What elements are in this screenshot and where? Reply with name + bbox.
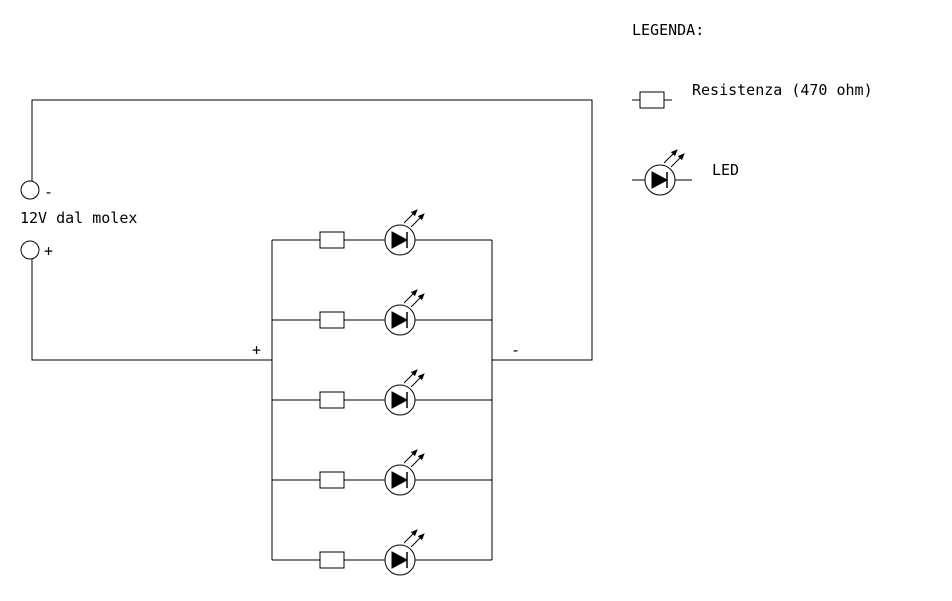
led-branch-3	[272, 369, 492, 416]
minus-terminal	[20, 180, 40, 200]
led-ray	[410, 533, 425, 548]
led-ray	[410, 293, 425, 308]
resistor-symbol	[319, 391, 345, 409]
legend-resistor-label: Resistenza (470 ohm)	[692, 81, 873, 99]
legend-led-ray-1	[663, 149, 678, 164]
led-ray	[403, 449, 418, 464]
resistor-symbol	[319, 471, 345, 489]
bottom-supply-wire	[31, 258, 272, 361]
led-ray	[410, 373, 425, 388]
led-triangle	[391, 471, 409, 489]
led-branches	[272, 209, 492, 576]
led-branch-1	[272, 209, 492, 256]
plus-terminal-sign: +	[44, 242, 53, 260]
resistor-symbol	[319, 311, 345, 329]
led-triangle	[391, 231, 409, 249]
minus-bus-sign: -	[511, 341, 520, 359]
led-ray	[403, 369, 418, 384]
plus-bus-sign: +	[252, 341, 261, 359]
legend-resistor	[632, 91, 672, 109]
led-ray	[403, 529, 418, 544]
led-ray	[410, 453, 425, 468]
legend-led-label: LED	[712, 161, 739, 179]
plus-terminal	[20, 240, 40, 260]
legend-led	[632, 149, 692, 196]
led-branch-2	[272, 289, 492, 336]
minus-terminal-sign: -	[44, 183, 53, 201]
led-ray	[403, 209, 418, 224]
led-branch-5	[272, 529, 492, 576]
legend-led-triangle	[651, 171, 669, 189]
supply-label: 12V dal molex	[20, 209, 137, 227]
resistor-symbol	[319, 551, 345, 569]
top-return-wire	[31, 99, 593, 361]
led-ray	[403, 289, 418, 304]
led-triangle	[391, 311, 409, 329]
resistor-symbol	[319, 231, 345, 249]
legend-title: LEGENDA:	[632, 21, 704, 39]
led-ray	[410, 213, 425, 228]
led-branch-4	[272, 449, 492, 496]
led-triangle	[391, 391, 409, 409]
legend-resistor-symbol	[639, 91, 665, 109]
led-triangle	[391, 551, 409, 569]
legend-led-ray-2	[670, 153, 685, 168]
